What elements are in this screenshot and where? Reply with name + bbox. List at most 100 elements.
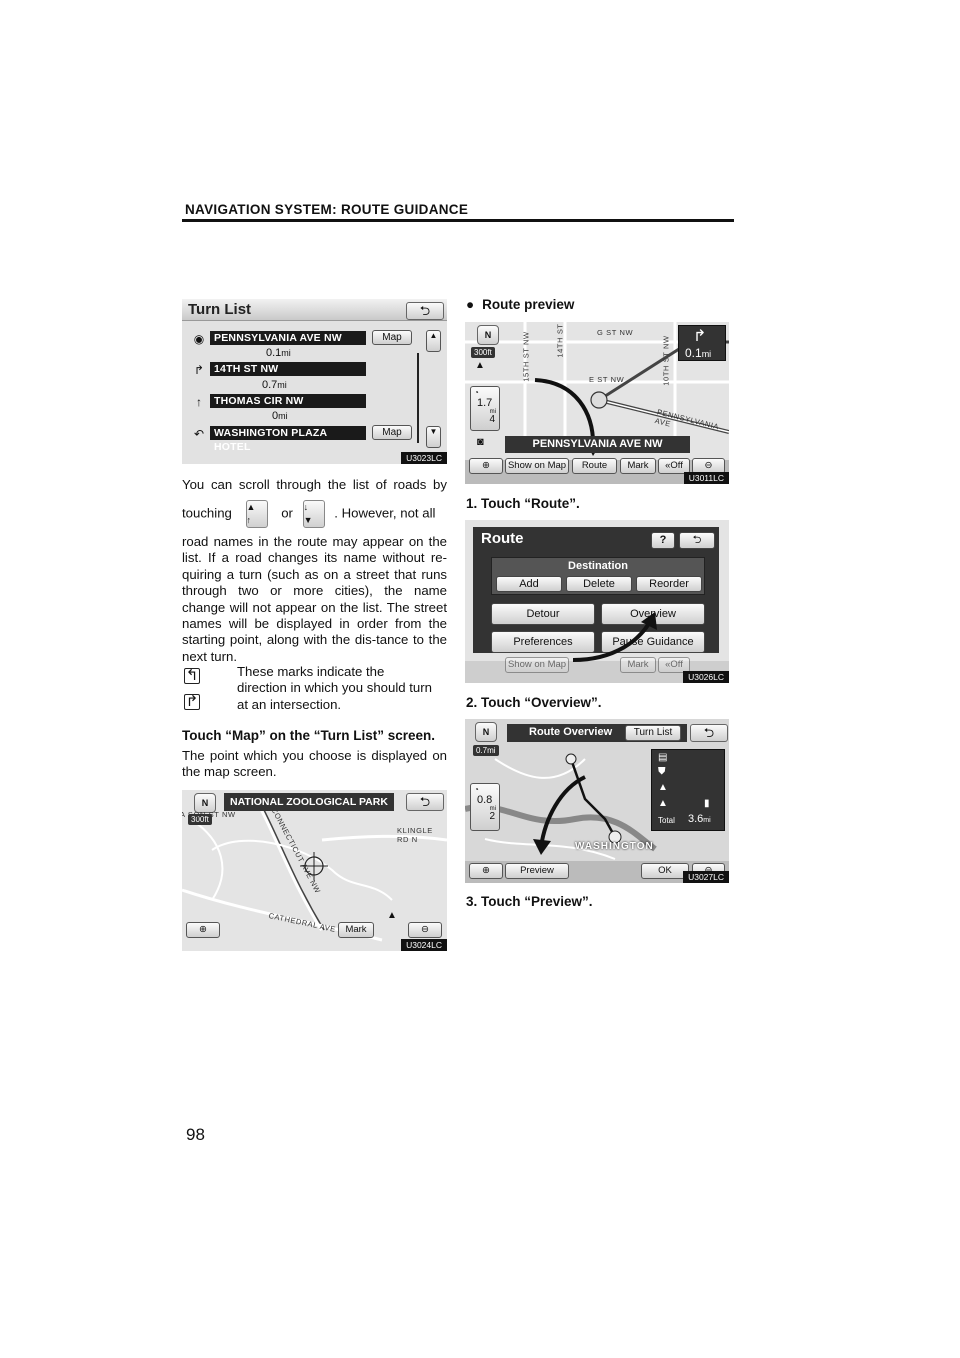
map-street-label: 15TH ST NW	[521, 331, 531, 382]
scroll-up-button[interactable]: ▲	[426, 330, 441, 352]
delete-destination-button[interactable]: Delete	[566, 576, 632, 592]
show-on-map-button: Show on Map	[505, 657, 569, 673]
step-1: 1. Touch “Route”.	[466, 496, 580, 511]
turn-list-dist-2: 0.7mi	[262, 379, 287, 391]
turn-right-icon: ↱	[193, 363, 205, 377]
clock-icon: ◔	[474, 785, 479, 794]
zoom-in-button[interactable]: ⊕	[469, 863, 503, 879]
figure-code: U3023LC	[401, 452, 447, 464]
traffic-icon: ▲	[658, 798, 668, 809]
route-summary-panel: ▤ ⛊ ▲ ▲ ▮ Total 3.6mi	[651, 749, 725, 831]
mark-button[interactable]: Mark	[620, 458, 656, 474]
turn-right-mark-icon: ↱	[184, 693, 200, 710]
route-button[interactable]: Route	[572, 458, 617, 474]
turn-list-road-2: 14TH ST NW	[210, 362, 366, 376]
straight-arrow-icon: ↑	[196, 395, 202, 409]
zoom-out-button[interactable]: ⊖	[408, 922, 442, 938]
route-menu-screenshot: Show on Map Mark «Off Route ? ⮌ Destinat…	[465, 520, 729, 683]
header-rule	[182, 219, 734, 222]
figure-code: U3027LC	[683, 871, 729, 883]
off-button[interactable]: «Off	[658, 458, 690, 474]
step-2: 2. Touch “Overview”.	[466, 695, 602, 710]
mark-button: Mark	[620, 657, 656, 673]
total-distance: 3.6mi	[688, 813, 711, 825]
north-up-compass-icon[interactable]: N	[477, 325, 499, 345]
show-on-map-button[interactable]: Show on Map	[505, 458, 569, 474]
map-street-label: 10TH ST NW	[661, 335, 671, 386]
preferences-button[interactable]: Preferences	[491, 631, 595, 653]
map-button-4[interactable]: Map	[372, 425, 412, 440]
figure-code: U3026LC	[683, 671, 729, 683]
route-distance-panel[interactable]: ◔ 1.7 mi 4	[470, 386, 500, 431]
route-distance-value: 1.7	[477, 397, 493, 409]
destination-group: Destination Add Delete Reorder	[491, 557, 705, 595]
city-label: WASHINGTON	[575, 841, 654, 852]
scroll-down-button[interactable]: ▼	[426, 426, 441, 448]
destination-label: Destination	[568, 560, 628, 572]
vehicle-position-icon: ▲	[387, 910, 397, 921]
turn-list-screenshot: Turn List ⮌ ◉ PENNSYLVANIA AVE NW Map 0.…	[182, 299, 447, 464]
touch-map-heading: Touch “Map” on the “Turn List” screen.	[182, 728, 436, 743]
route-overview-titlebar: Route Overview Turn List	[507, 724, 687, 742]
scroll-instruction-line2: touching ▲↑ or ↓▼ . However, not all	[182, 500, 447, 530]
help-button[interactable]: ?	[651, 532, 675, 549]
map-street-label: 14TH ST	[555, 323, 565, 358]
turn-list-road-3: THOMAS CIR NW	[210, 394, 366, 408]
map-button-1[interactable]: Map	[372, 330, 412, 345]
turn-left-mark-icon: ↰	[184, 667, 200, 684]
instruction-arrow	[572, 612, 657, 662]
map-scale-badge: 300ft	[471, 347, 495, 358]
map-scale-badge: 300ft	[188, 814, 212, 825]
turn-list-title: Turn List	[188, 301, 252, 318]
map-street-label: E ST NW	[589, 375, 625, 384]
map-street-label: G ST NW	[597, 328, 634, 337]
ferry-icon: ▲	[658, 782, 668, 793]
scrollbar-track[interactable]	[417, 353, 419, 443]
route-menu-title: Route	[481, 530, 524, 547]
touch-map-text: The point which you choose is displayed …	[182, 748, 447, 780]
scroll-up-arrow-icon: ▲↑	[245, 500, 268, 528]
road-names-explanation: road names in the route may appear on th…	[182, 534, 447, 664]
ok-button[interactable]: OK	[641, 863, 689, 879]
reorder-destination-button[interactable]: Reorder	[636, 576, 702, 592]
step-3: 3. Touch “Preview”.	[466, 894, 593, 909]
preview-button[interactable]: Preview	[505, 863, 569, 879]
map-place-title: NATIONAL ZOOLOGICAL PARK	[224, 793, 394, 811]
toll-road-icon: ▤	[658, 752, 668, 763]
figure-code: U3011LC	[683, 472, 729, 484]
zoo-map-screenshot: N 300ft NATIONAL ZOOLOGICAL PARK ⮌ A SON…	[182, 790, 447, 951]
back-button[interactable]: ⮌	[406, 302, 444, 320]
route-preview-heading: ●Route preview	[466, 297, 575, 312]
current-street-banner: PENNSYLVANIA AVE NW	[505, 436, 690, 453]
turn-list-dist-3: 0mi	[272, 410, 288, 422]
back-button[interactable]: ⮌	[690, 724, 728, 742]
voice-guidance-icon[interactable]: ◙	[477, 436, 484, 448]
route-map-screenshot: N 300ft ▲ G ST NW E ST NW 15TH ST NW 14T…	[465, 322, 729, 484]
north-up-compass-icon[interactable]: N	[194, 793, 216, 813]
detour-button[interactable]: Detour	[491, 603, 595, 625]
route-menu-panel: Route ? ⮌ Destination Add Delete Reorder…	[473, 527, 719, 653]
turn-marks-text: These marks indicate the direction in wh…	[237, 664, 432, 712]
next-turn-panel: ↱ 0.1mi	[678, 325, 726, 361]
map-street-label: KLINGLE RD N	[397, 826, 433, 844]
zoom-in-button[interactable]: ⊕	[469, 458, 503, 474]
page-number: 98	[186, 1125, 205, 1144]
route-distance-unit: mi	[489, 806, 496, 812]
add-destination-button[interactable]: Add	[496, 576, 562, 592]
turn-list-button[interactable]: Turn List	[625, 725, 681, 741]
off-button: «Off	[658, 657, 690, 673]
back-button[interactable]: ⮌	[406, 793, 444, 811]
route-distance-panel[interactable]: ◔ 0.8 mi 2	[470, 783, 500, 831]
rewind-icon: «	[665, 460, 671, 471]
zoom-in-button[interactable]: ⊕	[186, 922, 220, 938]
back-button[interactable]: ⮌	[679, 532, 715, 549]
scroll-instruction-text: You can scroll through the list of roads…	[182, 477, 447, 492]
route-overview-title: Route Overview	[529, 726, 613, 738]
clock-icon: ◔	[474, 388, 479, 397]
route-time-value: 2	[489, 811, 495, 822]
turn-list-road-1: PENNSYLVANIA AVE NW	[210, 331, 366, 345]
turn-list-dist-1: 0.1mi	[266, 347, 291, 359]
scroll-down-arrow-icon: ↓▼	[302, 500, 325, 528]
mark-button[interactable]: Mark	[338, 922, 374, 938]
north-up-compass-icon[interactable]: N	[475, 722, 497, 742]
